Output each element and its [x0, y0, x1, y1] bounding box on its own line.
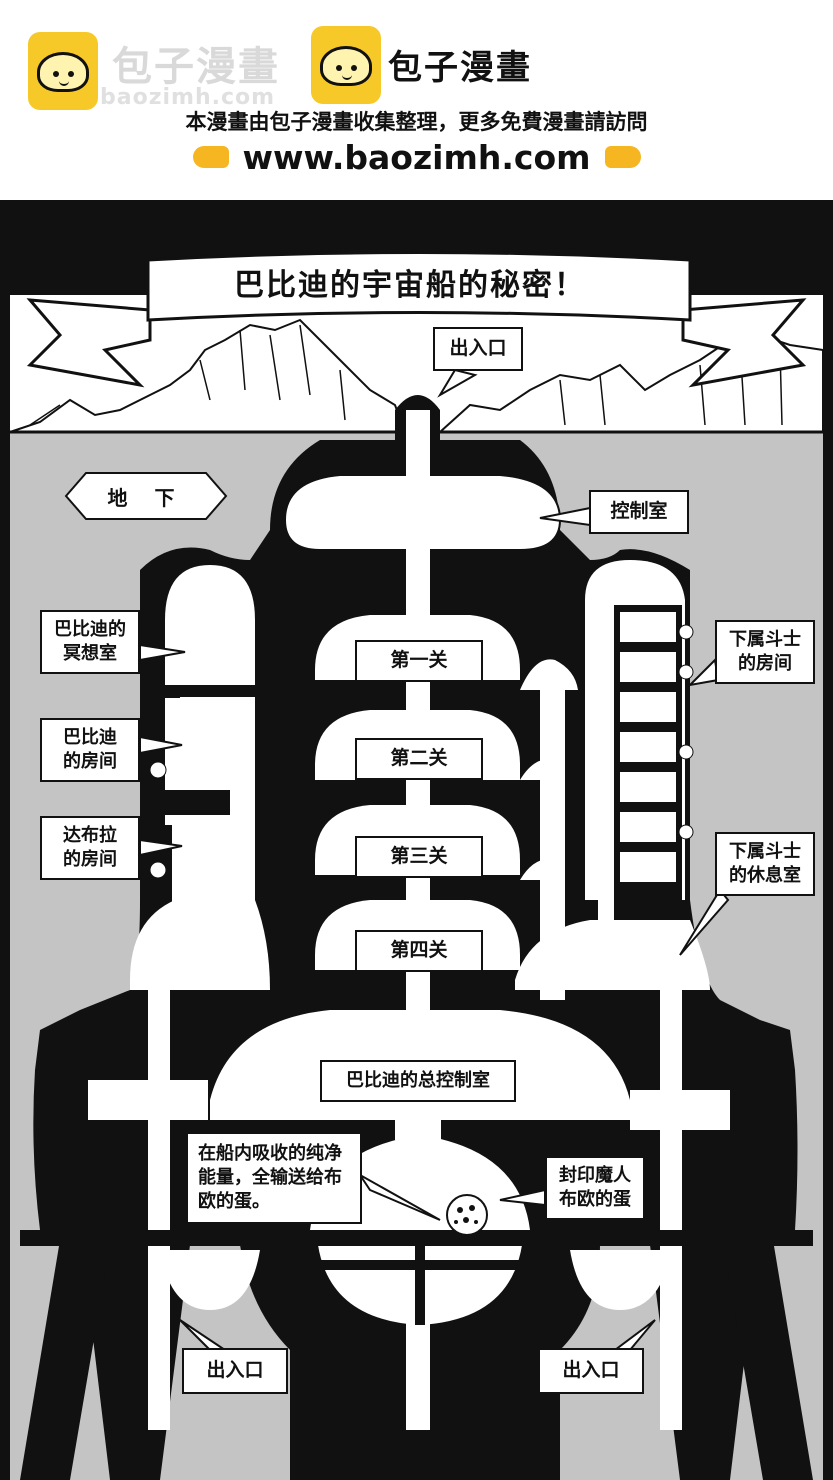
- label-entrance-top: 出入口: [433, 327, 523, 371]
- pointing-right-hand-icon: [192, 145, 229, 168]
- label-dabura-room: 达布拉的房间: [40, 816, 140, 880]
- label-meditation-room: 巴比迪的冥想室: [40, 610, 140, 674]
- label-entrance-right: 出入口: [538, 1348, 644, 1394]
- label-entrance-left: 出入口: [182, 1348, 288, 1394]
- site-header: 包子漫畫 baozimh.com 包子漫畫 本漫畫由包子漫畫收集整理，更多免費漫…: [0, 0, 833, 200]
- baozi-logo-icon[interactable]: [28, 32, 98, 110]
- label-warrior-rooms: 下属斗士的房间: [715, 620, 815, 684]
- brand-name[interactable]: 包子漫畫: [388, 48, 532, 88]
- comic-title: 巴比迪的宇宙船的秘密！: [234, 268, 586, 303]
- site-notice: 本漫畫由包子漫畫收集整理，更多免費漫畫請訪問: [185, 110, 648, 134]
- label-energy-note: 在船内吸收的纯净能量，全输送给布欧的蛋。: [186, 1132, 362, 1224]
- baozi-logo-icon-secondary[interactable]: [311, 26, 381, 104]
- comic-panel: 巴比迪的宇宙船的秘密！ 地 下 出入口 控制室 巴比迪的冥想室 巴比迪的房间 达…: [0, 200, 833, 1480]
- site-url-line: www.baozimh.com: [0, 138, 833, 177]
- label-level-4: 第四关: [355, 930, 483, 972]
- brand-url-faded: baozimh.com: [100, 85, 276, 110]
- label-babidi-room: 巴比迪的房间: [40, 718, 140, 782]
- label-level-1: 第一关: [355, 640, 483, 682]
- label-sealed-egg: 封印魔人布欧的蛋: [545, 1156, 645, 1220]
- label-level-2: 第二关: [355, 738, 483, 780]
- pointing-left-hand-icon: [604, 145, 641, 168]
- label-main-control-room: 巴比迪的总控制室: [320, 1060, 516, 1102]
- label-control-room: 控制室: [589, 490, 689, 534]
- underground-label: 地 下: [107, 485, 185, 510]
- label-level-3: 第三关: [355, 836, 483, 878]
- label-warrior-lounge: 下属斗士的休息室: [715, 832, 815, 896]
- brand-name-faded: 包子漫畫: [112, 44, 280, 90]
- site-url-link[interactable]: www.baozimh.com: [242, 138, 591, 177]
